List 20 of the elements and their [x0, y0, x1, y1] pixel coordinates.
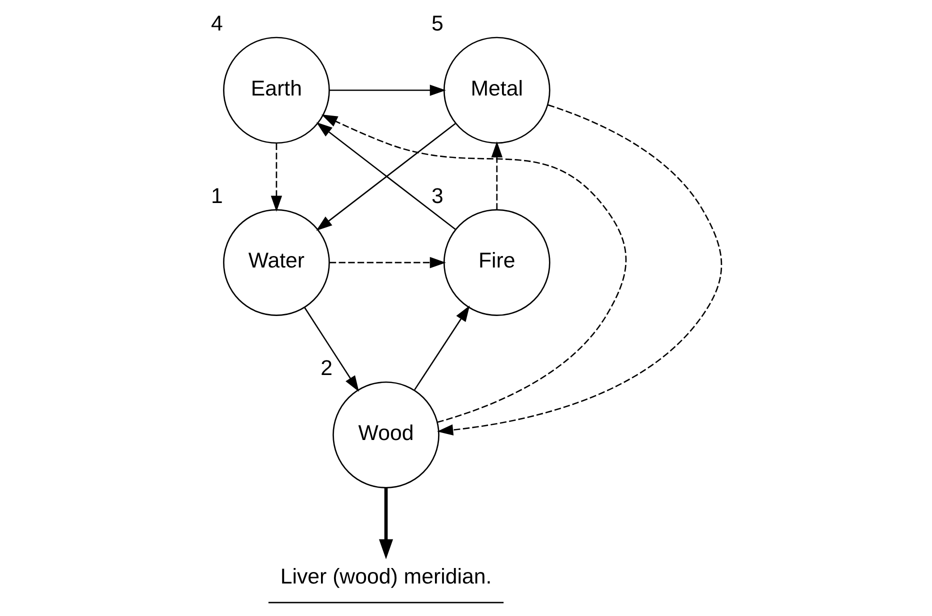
node-circle: Metal: [443, 36, 550, 144]
arrow: [329, 84, 446, 96]
node-label: 4: [211, 12, 223, 36]
node-circle: Earth: [223, 36, 330, 144]
node-label: 1: [211, 184, 223, 208]
arrow: [329, 256, 446, 268]
node-text: Liver (wood) meridian.: [280, 564, 492, 589]
node-circle: Wood: [332, 381, 440, 488]
arrow: [304, 307, 359, 392]
arrow: [378, 488, 394, 560]
arrow: [321, 114, 627, 423]
arrow: [491, 141, 503, 210]
arrow: [270, 143, 282, 212]
node-label: 2: [320, 356, 333, 380]
arrow: [437, 104, 722, 436]
node-label: 5: [432, 12, 444, 36]
arrow: [414, 305, 470, 390]
node-circle: Water: [223, 209, 330, 316]
node-label: 3: [432, 184, 444, 208]
node-circle: Fire: [443, 209, 550, 316]
